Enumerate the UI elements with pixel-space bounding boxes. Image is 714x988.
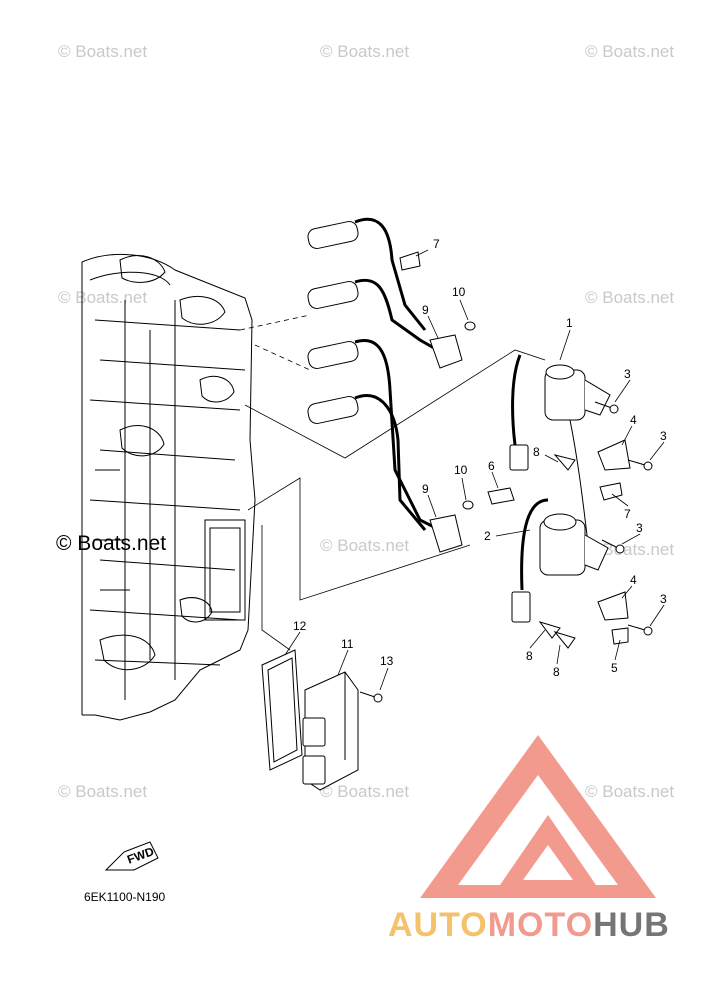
- callout: 9: [422, 482, 429, 496]
- callout: 8: [553, 665, 560, 679]
- callout: 10: [452, 285, 466, 299]
- watermark: © Boats.net: [320, 42, 410, 61]
- engine-block: [81, 254, 256, 721]
- callout: 13: [380, 654, 394, 668]
- diagram-code: 6EK1100-N190: [84, 890, 166, 904]
- lead-holder: [429, 334, 463, 553]
- callout: 3: [660, 429, 667, 443]
- ignition-coil-upper: [509, 354, 611, 561]
- bolts: [359, 321, 653, 703]
- callout: 3: [636, 521, 643, 535]
- callout: 8: [533, 445, 540, 459]
- watermark: © Boats.net: [58, 42, 148, 61]
- callout: 1: [566, 316, 573, 330]
- callout: 10: [454, 463, 468, 477]
- cdi-gasket: [261, 649, 303, 771]
- plug-cap: [307, 278, 456, 362]
- plug-cap: [307, 217, 427, 331]
- leader-lines: [239, 314, 546, 651]
- brand-part-moto: MOTO: [487, 906, 594, 944]
- brand-wordmark: AUTOMOTOHUB: [388, 906, 670, 945]
- callout: 5: [611, 661, 618, 675]
- callout: 3: [624, 367, 631, 381]
- watermark: © Boats.net: [585, 288, 675, 307]
- clip-8: [553, 454, 576, 471]
- callout: 12: [293, 619, 307, 633]
- plug-cap: [307, 339, 441, 532]
- bracket-4: [597, 591, 629, 621]
- callout: 6: [488, 459, 495, 473]
- watermark-main: © Boats.net: [56, 532, 167, 555]
- watermark: © Boats.net: [58, 782, 148, 801]
- watermark: © Boats.net: [585, 540, 675, 559]
- callout: 4: [630, 573, 637, 587]
- callout: 3: [660, 592, 667, 606]
- callout-leaders: [284, 249, 665, 691]
- watermark: © Boats.net: [585, 782, 675, 801]
- brand-logo-icon: [420, 735, 656, 898]
- fwd-arrow-icon: FWD: [104, 841, 159, 871]
- plug-leads: [307, 217, 456, 532]
- watermark: © Boats.net: [320, 782, 410, 801]
- callout: 8: [526, 649, 533, 663]
- callout: 9: [422, 303, 429, 317]
- callout: 4: [630, 413, 637, 427]
- cdi-unit: [302, 671, 359, 791]
- brackets: [399, 251, 631, 649]
- watermark: © Boats.net: [585, 42, 675, 61]
- plug-cap: [307, 394, 427, 531]
- brand-part-hub: HUB: [593, 906, 670, 944]
- clip-8: [553, 631, 576, 649]
- callout: 7: [624, 507, 631, 521]
- clip-7: [399, 251, 421, 271]
- brand-part-auto: AUTO: [388, 906, 488, 944]
- ignition-coil-lower: [511, 498, 609, 623]
- clip-8: [538, 621, 561, 639]
- bracket-4: [597, 439, 631, 471]
- clip-5: [611, 627, 629, 645]
- callout: 2: [484, 529, 491, 543]
- callout: 7: [433, 237, 440, 251]
- callout: 11: [341, 637, 354, 651]
- callouts: 1 2 3 3 3 3 4 4 5 6 7 7 8 8 8 9 9 10 10 …: [293, 237, 667, 679]
- clip-6: [487, 487, 515, 505]
- watermark: © Boats.net: [320, 536, 410, 555]
- clip-7: [599, 482, 623, 501]
